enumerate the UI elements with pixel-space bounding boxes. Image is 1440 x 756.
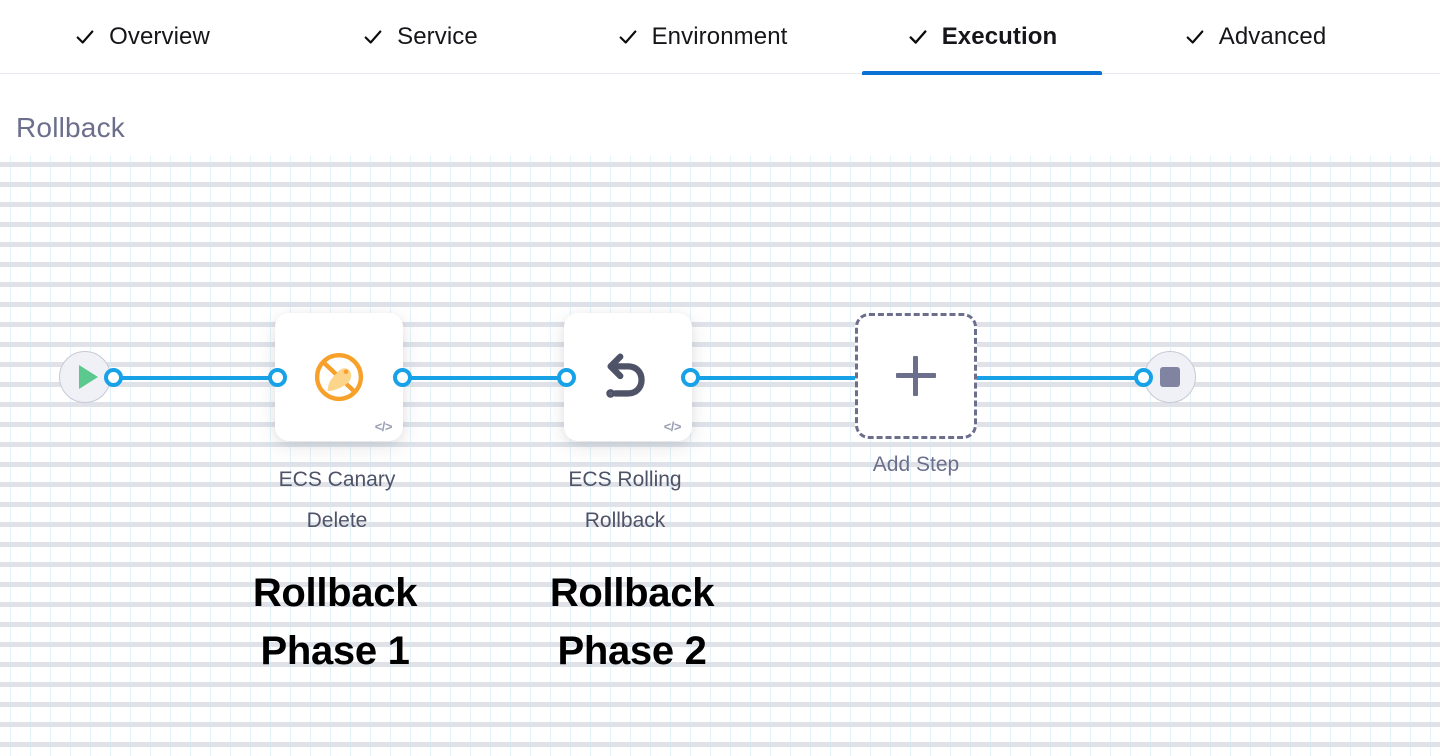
plus-icon — [896, 356, 936, 396]
add-step-label: Add Step — [872, 453, 960, 476]
annotation-rollback-phase-1: Rollback Phase 1 — [252, 571, 418, 673]
check-icon — [74, 26, 96, 48]
tab-advanced-label: Advanced — [1218, 22, 1327, 50]
tab-environment-label: Environment — [651, 22, 788, 50]
connector-start-to-canary — [110, 376, 282, 380]
yaml-code-badge[interactable]: </> — [374, 419, 393, 434]
step-label-ecs-canary-delete: ECS Canary Delete — [278, 468, 396, 532]
play-icon — [78, 365, 98, 389]
add-step-button[interactable] — [855, 313, 977, 439]
connector-dot-end-in[interactable] — [1134, 368, 1153, 387]
tab-execution-label: Execution — [941, 22, 1058, 50]
annotation-rollback-phase-2: Rollback Phase 2 — [549, 571, 715, 673]
check-icon — [362, 26, 384, 48]
tab-advanced[interactable]: Advanced — [1145, 0, 1365, 74]
tab-overview-label: Overview — [109, 22, 210, 50]
stop-icon — [1160, 367, 1180, 387]
connector-dot-canary-in[interactable] — [268, 368, 287, 387]
canvas-heading-strip — [0, 74, 1440, 156]
stage-tab-bar: Overview Service Environment Execution — [0, 0, 1440, 75]
tab-service[interactable]: Service — [330, 0, 510, 74]
connector-dot-rolling-out[interactable] — [681, 368, 700, 387]
connector-dot-start-out[interactable] — [104, 368, 123, 387]
execution-graph: </> ECS Canary Delete </> ECS Rolling Ro… — [0, 74, 1440, 756]
connector-dot-rolling-in[interactable] — [557, 368, 576, 387]
tab-execution[interactable]: Execution — [862, 0, 1102, 75]
check-icon — [907, 26, 929, 48]
yaml-code-badge[interactable]: </> — [663, 419, 682, 434]
tab-overview[interactable]: Overview — [42, 0, 242, 74]
tab-active-underline — [862, 70, 1102, 75]
connector-dot-canary-out[interactable] — [393, 368, 412, 387]
tab-environment[interactable]: Environment — [582, 0, 822, 74]
rollback-undo-icon — [564, 313, 692, 441]
stage-title: Rollback — [16, 112, 125, 143]
tab-service-label: Service — [397, 22, 478, 50]
step-label-ecs-rolling-rollback: ECS Rolling Rollback — [568, 468, 682, 532]
check-icon — [1184, 26, 1206, 48]
step-node-ecs-rolling-rollback[interactable]: </> — [564, 313, 692, 441]
check-icon — [617, 26, 639, 48]
ecs-canary-delete-icon — [275, 313, 403, 441]
step-node-ecs-canary-delete[interactable]: </> — [275, 313, 403, 441]
connector-canary-to-rolling — [399, 376, 571, 380]
pipeline-canvas[interactable]: Rollback — [0, 74, 1440, 756]
